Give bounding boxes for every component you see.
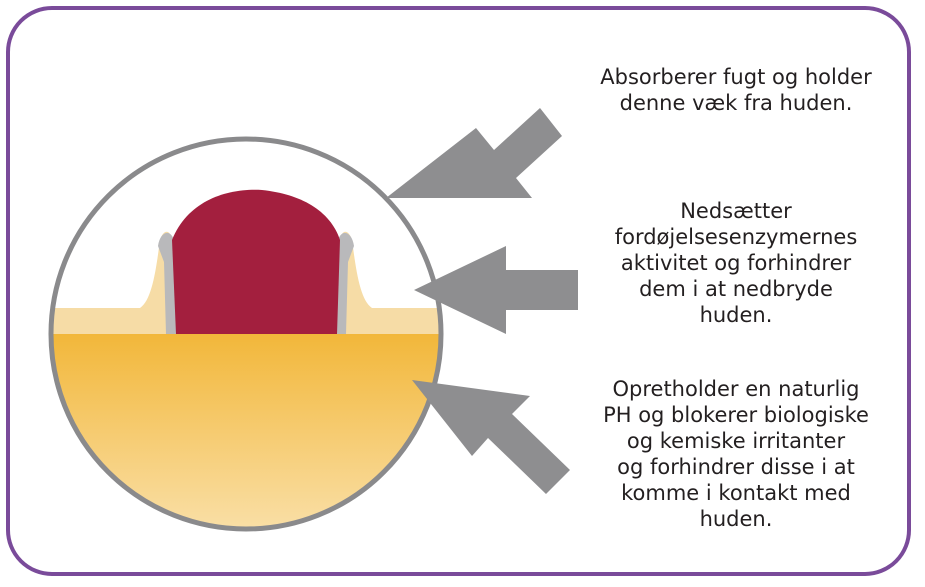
label-moisture: Absorberer fugt og holder denne væk fra … [600, 65, 872, 115]
label-enzymes: Nedsætter fordøjelsesenzymernes aktivite… [614, 199, 858, 327]
arrow-icon [386, 108, 562, 198]
arrow-icon [412, 380, 570, 494]
barrier-left-edge [158, 232, 177, 334]
barrier-left [51, 231, 175, 334]
arrow-icon [414, 246, 578, 334]
barrier-right-edge [335, 232, 354, 334]
wound-shape [172, 189, 340, 334]
circle-border [48, 136, 444, 532]
barrier-right [337, 231, 441, 334]
label-ph: Opretholder en naturlig PH og blokerer b… [603, 377, 869, 531]
